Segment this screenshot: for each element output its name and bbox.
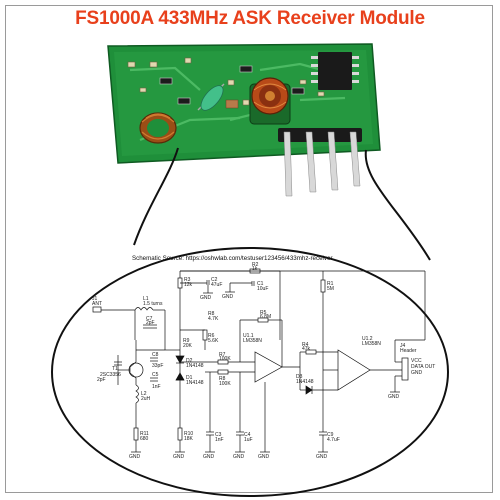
label-d2: D2 <box>186 358 193 364</box>
label-t1: T1 <box>112 366 118 372</box>
label-c8: C8 <box>152 352 159 358</box>
page-title: FS1000A 433MHz ASK Receiver Module <box>75 8 425 29</box>
label-r2-sub: 1k <box>252 266 258 272</box>
label-data-out: DATA OUT <box>411 364 435 370</box>
label-r9-sub: 20K <box>183 343 193 349</box>
label-r11: R11 <box>140 431 149 437</box>
label-r2: R2 <box>252 262 259 268</box>
label-vcc: VCC <box>411 358 422 364</box>
label-l1: L1 <box>143 296 149 302</box>
label-r9: R9 <box>183 338 190 344</box>
label-u1b: U1.2 <box>362 336 373 342</box>
schematic-source: Schematic Source: https://oshwlab.com/te… <box>132 255 333 262</box>
schematic <box>92 268 426 453</box>
label-r3-sub: 12k <box>184 282 193 288</box>
label-c7-sub: 2pF <box>146 320 155 326</box>
label-d1-sub: 1N4148 <box>186 380 204 386</box>
label-l1-sub: 1.5 turns <box>143 301 163 307</box>
label-j4: J4 <box>400 343 406 349</box>
pcb-module-photo <box>107 43 381 197</box>
label-c4: C4 <box>244 432 251 438</box>
label-j4-sub: Header <box>400 348 417 354</box>
label-c5-sub: 1nF <box>152 384 161 390</box>
label-d1: D1 <box>186 375 193 381</box>
label-r1-sub: 5M <box>327 286 334 292</box>
label-r10-sub: 18K <box>184 436 194 442</box>
label-r8-sub: 4.7K <box>208 316 219 322</box>
label-r8b-sub: 100K <box>219 381 231 387</box>
label-l2: L2 <box>141 391 147 397</box>
label-c6: 2pF <box>97 377 106 383</box>
adjustable-coil <box>249 77 291 125</box>
label-c5: C5 <box>152 372 159 378</box>
label-r6-sub: 5.6K <box>208 338 219 344</box>
label-d3-sub: 1N4148 <box>296 379 314 385</box>
label-c2: C2 <box>211 277 218 283</box>
label-r5-sub: 6.8M <box>260 314 271 320</box>
gnd-label-c2: GND <box>200 295 212 301</box>
label-l2-sub: 2uH <box>141 396 151 402</box>
label-j1-sub: ANT <box>92 301 102 307</box>
gnd-label-j4: GND <box>388 394 400 400</box>
ic-chip <box>318 52 352 90</box>
label-r1: R1 <box>327 281 334 287</box>
label-c8-sub: 33pF <box>152 363 163 369</box>
label-u1a-sub: LM358N <box>243 338 262 344</box>
label-c9: C9 <box>327 432 334 438</box>
label-c7: C7 <box>146 316 153 322</box>
image-frame <box>5 5 493 493</box>
label-r4: R4 <box>302 342 309 348</box>
label-j1: J1 <box>92 296 98 302</box>
label-c3-sub: 1nF <box>215 437 224 443</box>
gnd-label-c3: GND <box>203 454 215 460</box>
label-r10: R10 <box>184 431 193 437</box>
label-c9-sub: 4.7uF <box>327 437 340 443</box>
label-d3: D3 <box>296 374 303 380</box>
label-c6-t1: 2SC3356 <box>100 372 121 378</box>
gnd-label-c4: GND <box>233 454 245 460</box>
gnd-label-c1: GND <box>222 294 234 300</box>
label-r8: R8 <box>208 311 215 317</box>
label-u1b-sub: LM358N <box>362 341 381 347</box>
label-r6: R6 <box>208 333 215 339</box>
label-c1: C1 <box>257 281 264 287</box>
label-c1-sub: 10uF <box>257 286 268 292</box>
label-r4-sub: 47k <box>302 346 311 352</box>
magnifier-outline <box>51 147 449 497</box>
label-r11-sub: 680 <box>140 436 149 442</box>
copper-coil-left <box>139 112 177 144</box>
label-c3: C3 <box>215 432 222 438</box>
label-r7-sub: 100K <box>219 356 231 362</box>
label-r8b: R8 <box>219 376 226 382</box>
gnd-label-r10: GND <box>173 454 185 460</box>
label-r3: R3 <box>184 277 191 283</box>
label-c2-sub: 47uF <box>211 282 222 288</box>
gnd-label-c9: GND <box>316 454 328 460</box>
label-r5: R5 <box>260 310 267 316</box>
axial-inductor <box>197 83 225 111</box>
label-u1a: U1.1 <box>243 333 254 339</box>
header-pins <box>278 128 362 197</box>
schematic-labels: J1 ANT L1 1.5 turns C7 2pF R3 12k C2 47u… <box>92 262 435 460</box>
gnd-label-u1: GND <box>258 454 270 460</box>
label-d2-sub: 1N4148 <box>186 363 204 369</box>
label-r7: R7 <box>219 352 226 358</box>
label-gnd-pin: GND <box>411 370 423 376</box>
label-c4-sub: 1uF <box>244 437 253 443</box>
gnd-label-r11: GND <box>129 454 141 460</box>
